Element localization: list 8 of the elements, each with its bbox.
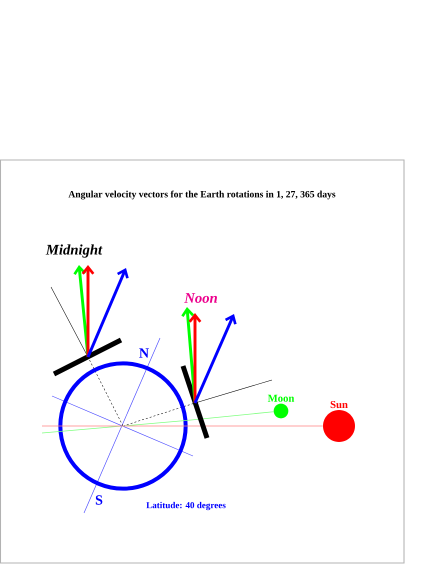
title: Angular velocity vectors for the Earth rotations in 1, 27, 365 days (68, 190, 336, 200)
latitude-label: Latitude: 40 degrees (146, 502, 226, 510)
time-label: Midnight (46, 244, 102, 258)
time-label: Noon (184, 293, 217, 303)
node-label: Sun (330, 400, 348, 408)
node-label: Moon (268, 394, 294, 402)
sight-line (187, 411, 274, 421)
earth-circle (58, 361, 188, 491)
